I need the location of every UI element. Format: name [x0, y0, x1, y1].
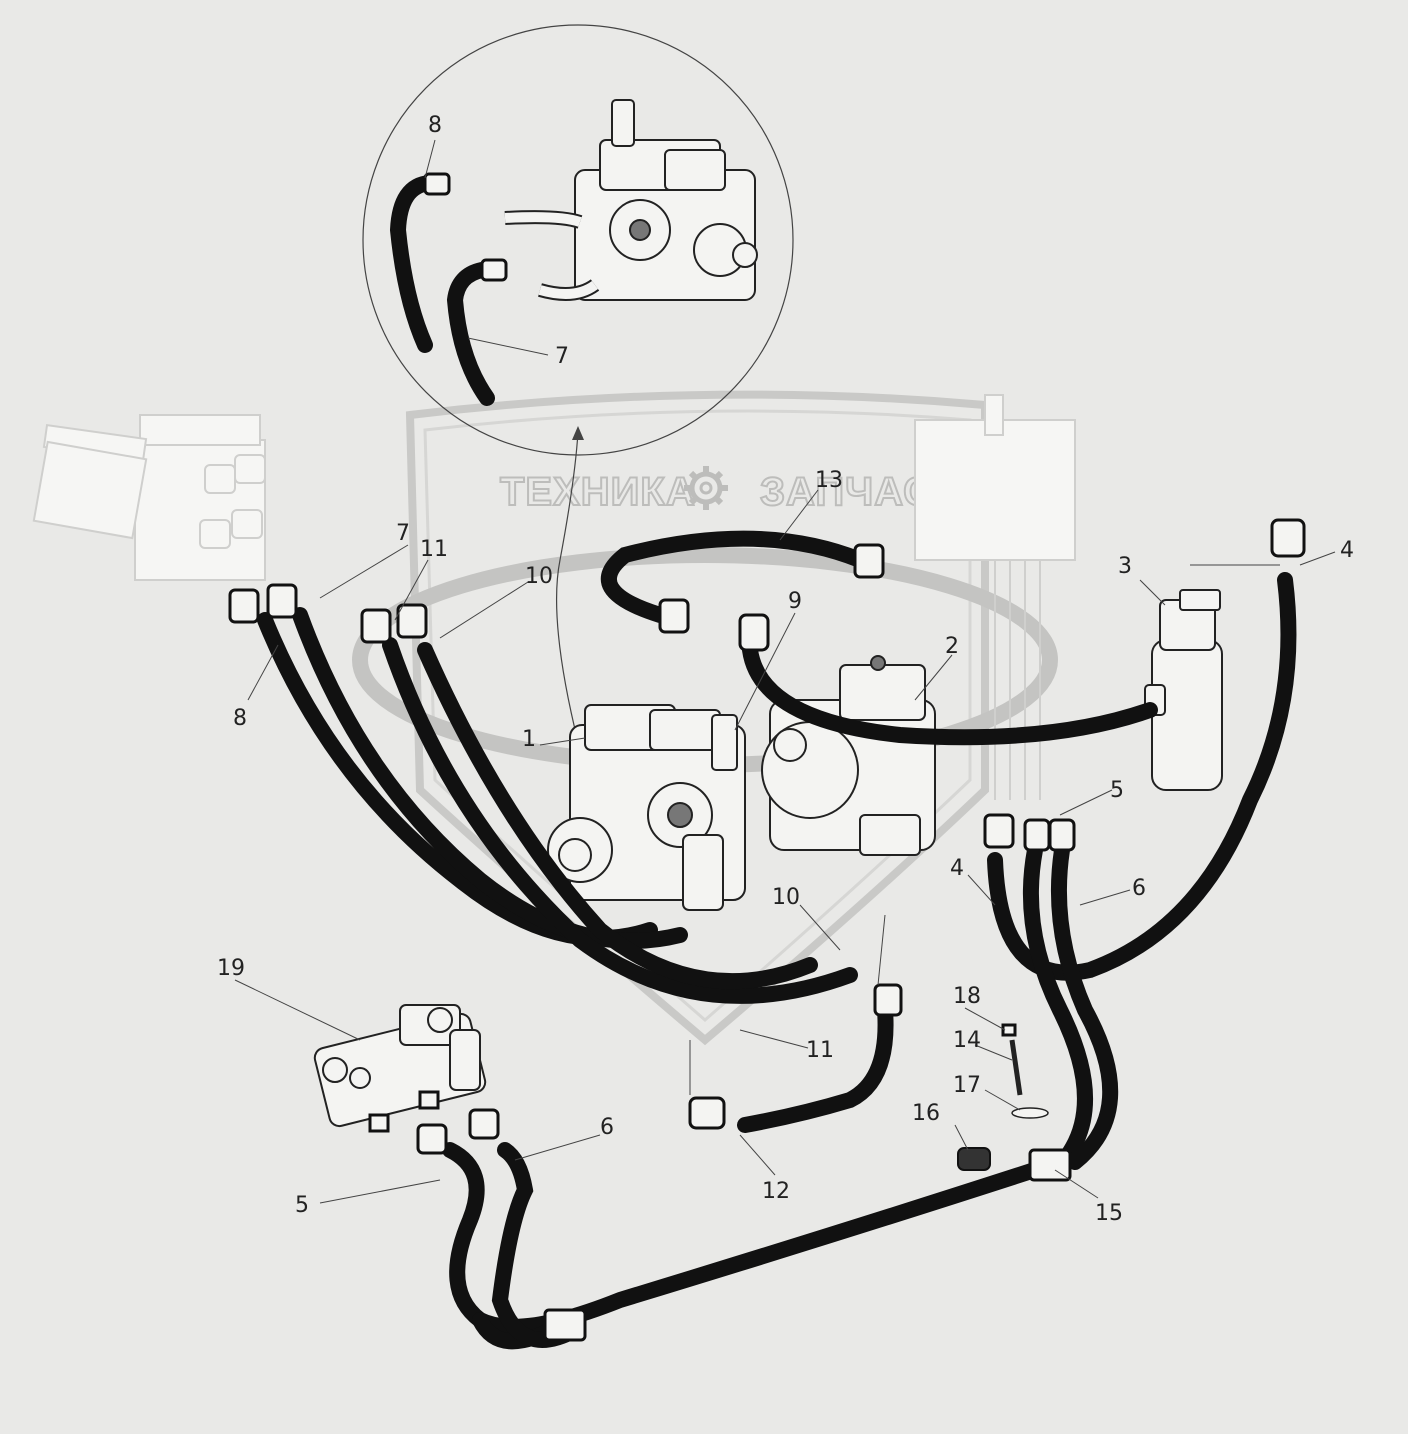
gear-icon: [684, 466, 728, 510]
pump-1: [547, 704, 746, 911]
callout-2: 2: [945, 634, 959, 659]
detail-arrow-head: [572, 426, 584, 440]
hose-6-upper: [1050, 842, 1119, 1170]
callout-16: 16: [912, 1101, 940, 1126]
hose-11: [382, 637, 858, 1004]
part-16: [957, 1147, 991, 1171]
faded-components: [32, 394, 1076, 800]
callout-10-top: 10: [525, 564, 553, 589]
callout-12: 12: [762, 1179, 790, 1204]
callout-18: 18: [953, 984, 981, 1009]
fittings: [228, 518, 1306, 1342]
hose-lower-run: [442, 1142, 1058, 1335]
hose-4: [987, 572, 1297, 981]
detail-circle: [362, 24, 794, 456]
inset-hose-7: [446, 262, 495, 406]
callout-7-inset: 7: [555, 344, 569, 369]
callout-10-lower: 10: [772, 885, 800, 910]
callout-3: 3: [1118, 554, 1132, 579]
hose-13: [600, 530, 868, 623]
callout-8: 8: [233, 706, 247, 731]
callout-6-lower: 6: [600, 1115, 614, 1140]
callouts: 8 7 7 11 10 13 9 2 3 4 8 1 5 4 6 10 19 1…: [217, 113, 1354, 1226]
part-18: [1001, 1023, 1017, 1037]
leaders: [234, 139, 1336, 1204]
pump-2: [761, 655, 936, 856]
callout-4-right: 4: [1340, 538, 1354, 563]
callout-6-right: 6: [1132, 876, 1146, 901]
callout-7: 7: [396, 521, 410, 546]
inset-pump: [574, 99, 758, 301]
part-17: [1011, 1107, 1049, 1119]
left-valve-block: [32, 414, 266, 581]
hose-5-upper: [1022, 842, 1093, 1173]
callout-14: 14: [953, 1028, 981, 1053]
hose-12: [737, 1002, 894, 1133]
hose-10: [417, 642, 818, 990]
small-parts: [957, 1023, 1049, 1171]
detail-inset: [362, 24, 794, 743]
gear-pump-19: [313, 1004, 487, 1133]
callout-1: 1: [522, 727, 536, 752]
callout-15: 15: [1095, 1201, 1123, 1226]
watermark: ТЕХНИКА ЗАПЧАСТИ: [352, 390, 1058, 1046]
hose-6-lower: [491, 1142, 583, 1348]
inset-hose-8: [389, 175, 438, 353]
callout-11-lower: 11: [806, 1038, 834, 1063]
filter-3: [1144, 589, 1223, 791]
inset-fitting-7: [480, 258, 508, 282]
callout-5-right: 5: [1110, 778, 1124, 803]
callout-5-lower: 5: [295, 1193, 309, 1218]
callout-13: 13: [815, 468, 843, 493]
right-valve-block: [914, 394, 1076, 800]
callout-17: 17: [953, 1073, 981, 1098]
callout-19: 19: [217, 956, 245, 981]
detail-arrow-line: [555, 431, 579, 743]
callout-4-lower: 4: [950, 856, 964, 881]
callout-8-inset: 8: [428, 113, 442, 138]
watermark-left-word: ТЕХНИКА: [500, 470, 696, 514]
inset-fitting-8: [423, 172, 451, 196]
callout-9: 9: [788, 589, 802, 614]
callout-11-top: 11: [420, 537, 448, 562]
hoses: [257, 530, 1297, 1350]
hose-9: [742, 642, 1158, 746]
part-14: [1009, 1039, 1023, 1096]
